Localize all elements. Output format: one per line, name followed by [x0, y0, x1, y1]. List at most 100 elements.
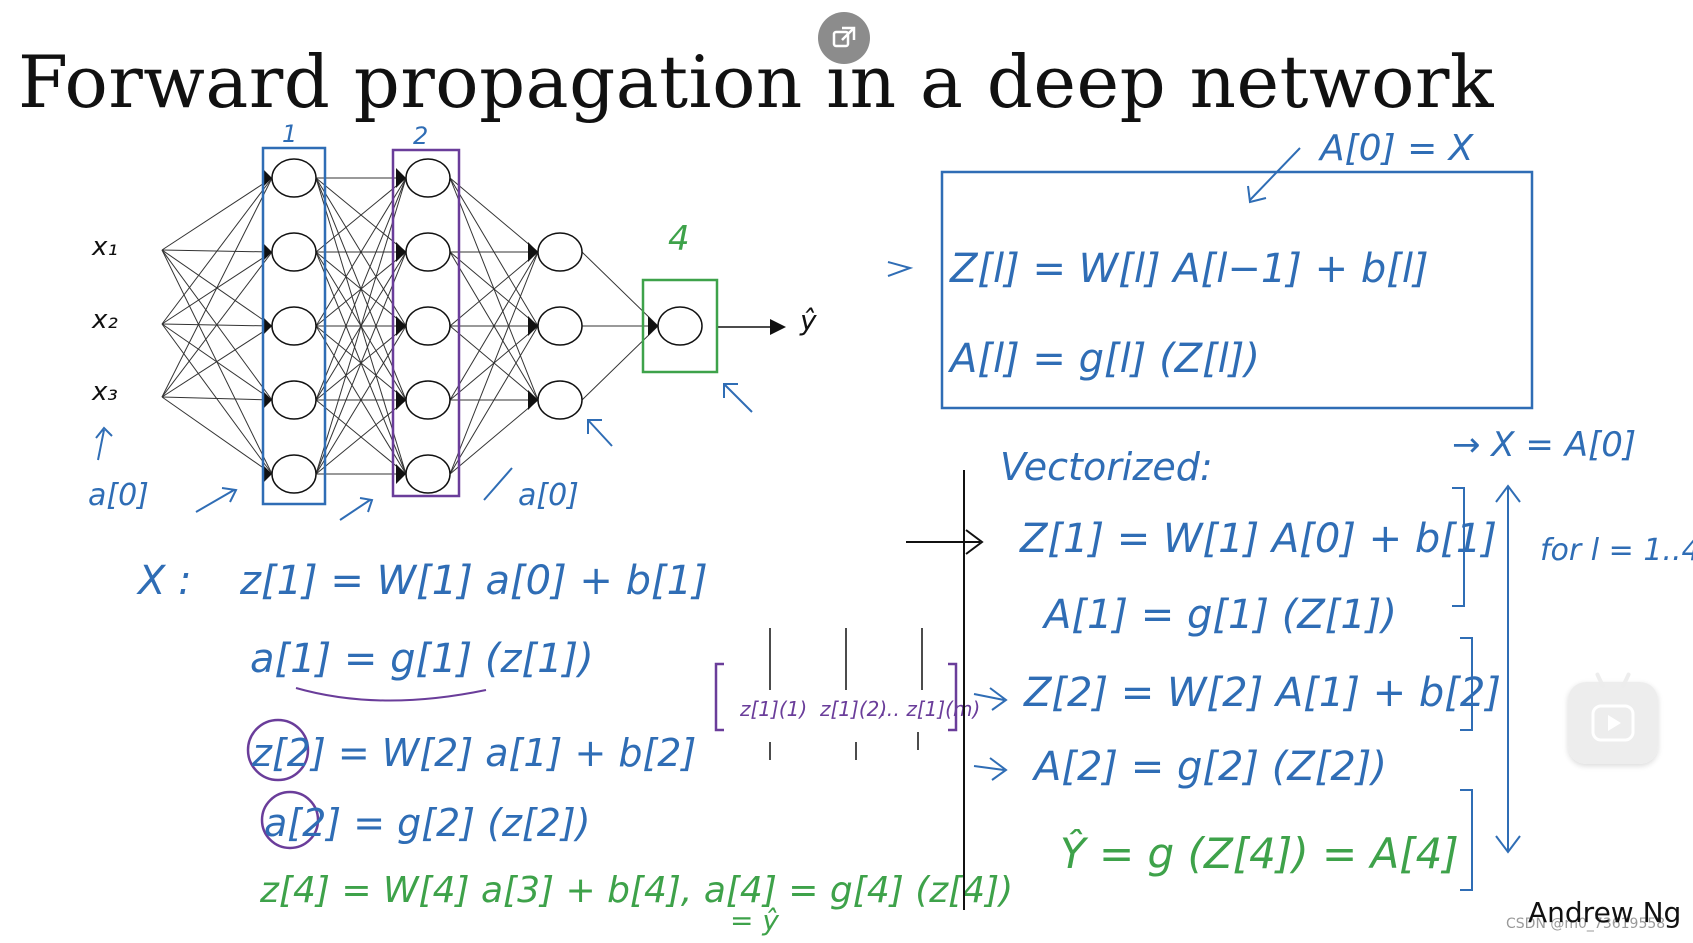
play-icon	[1591, 704, 1635, 742]
edge	[581, 251, 659, 327]
edge	[315, 251, 407, 475]
input-wedge-icon	[396, 464, 406, 484]
matrix-cell-1: z[1](1)	[739, 697, 807, 721]
input-wedge-icon	[528, 242, 538, 262]
edge	[449, 177, 539, 253]
open-external-button[interactable]	[818, 12, 870, 64]
edge	[449, 325, 539, 475]
input-wedge-icon	[262, 242, 272, 262]
layer-label-1: 1	[282, 120, 297, 148]
general-box-arrow-icon	[887, 261, 914, 277]
neuron-node	[405, 380, 451, 420]
input-wedge-icon	[262, 464, 272, 484]
network-nodes	[262, 158, 703, 494]
loop-arrow-up-icon	[1495, 484, 1521, 503]
a0-annotation-arrow-icon	[1247, 147, 1301, 204]
input-wedge-icon	[262, 390, 272, 410]
edge	[449, 251, 539, 475]
input-wedge-icon	[528, 390, 538, 410]
input-pointer-icon	[95, 426, 113, 461]
vectorized-note-top: → X = A[0]	[1452, 425, 1636, 465]
output-yhat: ŷ	[799, 304, 817, 337]
input-wedge-icon	[396, 242, 406, 262]
edge	[449, 399, 539, 475]
external-link-icon	[832, 26, 856, 48]
neuron-node	[271, 380, 317, 420]
per-example-eq-z2: z[2] = W[2] a[1] + b[2]	[251, 731, 696, 775]
edge	[161, 251, 273, 398]
a0-pointer-icon	[483, 467, 513, 501]
matrix-cell-3: … z[1](m)	[880, 697, 980, 721]
edge	[161, 177, 273, 398]
vectorized-eq-a1: A[1] = g[1] (Z[1])	[1041, 592, 1397, 638]
network-diagram	[95, 146, 786, 521]
neuron-node	[271, 158, 317, 198]
hidden-note-a0: a[0]	[518, 478, 579, 513]
vectorized-bracket-1	[1452, 487, 1465, 607]
edge	[161, 396, 273, 401]
layer2-pointer-icon	[339, 497, 374, 521]
author-credit: Andrew Ng	[1528, 896, 1682, 929]
matrix-cell-2: z[1](2)	[819, 697, 887, 721]
input-x1: x₁	[91, 232, 118, 262]
play-video-button[interactable]	[1568, 671, 1658, 764]
vectorized-eq-z2-arrow-icon	[973, 687, 1008, 711]
vectorized-loop: for l = 1..4	[1540, 533, 1693, 568]
input-x2: x₂	[91, 305, 118, 335]
input-wedge-icon	[396, 168, 406, 188]
neuron-node	[405, 306, 451, 346]
vectorized-eq-z2: Z[2] = W[2] A[1] + b[2]	[1023, 670, 1501, 716]
neuron-node	[537, 232, 583, 272]
input-wedge-icon	[528, 316, 538, 336]
output-arrow-head-icon	[770, 319, 786, 335]
neuron-node	[657, 306, 703, 346]
input-wedge-icon	[262, 316, 272, 336]
neuron-node	[405, 158, 451, 198]
input-wedge-icon	[396, 390, 406, 410]
vectorized-eq-a2-arrow-icon	[973, 757, 1008, 781]
layer-label-4: 4	[668, 219, 690, 259]
per-example-eq-yhat: = ŷ	[730, 904, 779, 937]
neuron-node	[271, 454, 317, 494]
layer-2-box	[391, 148, 461, 498]
vectorized-bracket-2	[1460, 637, 1473, 731]
layer-1-box	[261, 146, 327, 506]
neuron-node	[271, 306, 317, 346]
vectorized-eq-z1: Z[1] = W[1] A[0] + b[1]	[1019, 516, 1497, 562]
a2-circle	[260, 790, 320, 850]
layer3-pointer-icon	[587, 419, 613, 447]
general-eq-a: A[l] = g[l] (Z[l])	[947, 336, 1260, 382]
per-example-eq-a2: a[2] = g[2] (z[2])	[264, 801, 591, 845]
edge	[315, 177, 407, 253]
neuron-node	[537, 380, 583, 420]
matrix-right-bracket	[948, 662, 958, 732]
per-example-eq-a1: a[1] = g[1] (z[1])	[250, 636, 594, 682]
input-x3: x₃	[91, 377, 118, 407]
output-pointer-icon	[723, 383, 753, 413]
general-annotation: A[0] = X	[1318, 128, 1475, 169]
per-example-lead: X :	[136, 558, 192, 604]
edge	[315, 177, 407, 327]
loop-arrow-down-icon	[1495, 835, 1521, 854]
vectorized-bracket-3	[1460, 789, 1473, 891]
csdn-watermark: CSDN @m0_73619558	[1506, 916, 1666, 932]
neuron-node	[405, 232, 451, 272]
z2-circle	[246, 718, 310, 782]
general-equations-box	[940, 170, 1534, 410]
vectorized-arrow-icon	[906, 529, 984, 555]
per-example-eq-z4: z[4] = W[4] a[3] + b[4], a[4] = g[4] (z[…	[259, 870, 1013, 911]
per-example-eq-z1: z[1] = W[1] a[0] + b[1]	[239, 558, 708, 604]
brace-underline	[295, 687, 487, 702]
edge	[315, 177, 407, 401]
vectorized-eq-a2: A[2] = g[2] (Z[2])	[1031, 744, 1387, 790]
layer-4-box	[641, 278, 719, 374]
neuron-node	[537, 306, 583, 346]
network-edges	[161, 177, 659, 475]
vectorized-eq-y: Ŷ = g (Z[4]) = A[4]	[1060, 828, 1459, 878]
layer-label-2: 2	[413, 122, 428, 150]
edge	[315, 177, 407, 475]
edge	[161, 325, 273, 398]
vectorized-heading: Vectorized:	[1000, 445, 1213, 489]
